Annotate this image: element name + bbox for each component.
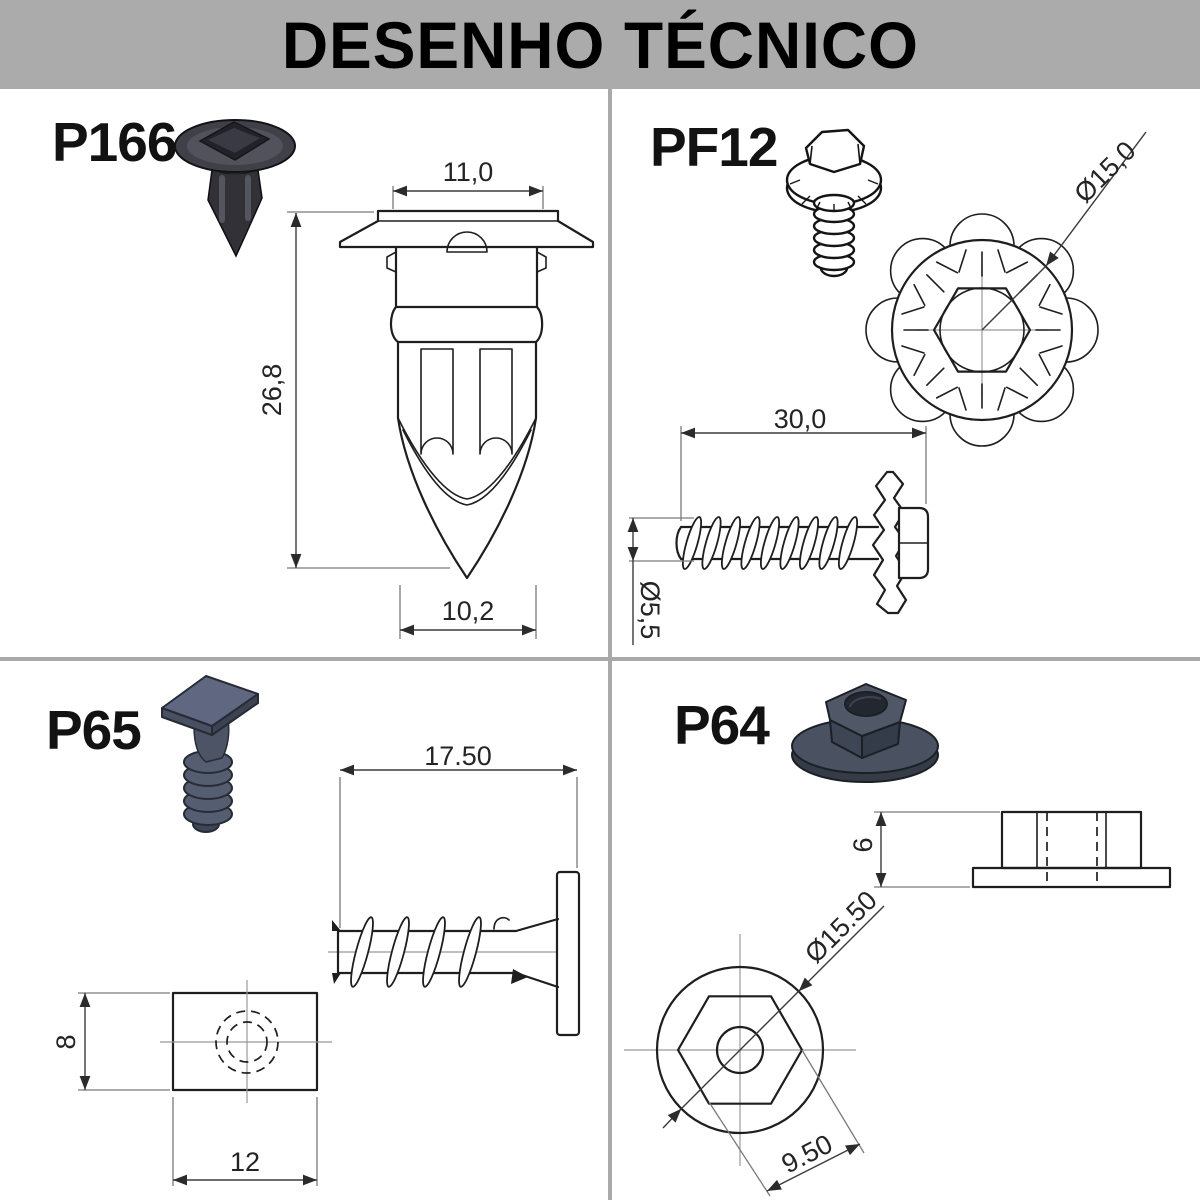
p166-dim-body-width: 10,2 — [442, 596, 495, 626]
p65-dim-length: 17.50 — [424, 741, 492, 771]
pf12-label: PF12 — [650, 116, 778, 178]
p64-dim-flange-diameter: Ø15.50 — [799, 885, 883, 969]
pf12-dim-flange-diameter: Ø15,0 — [1068, 135, 1141, 208]
p64-dim-height: 6 — [848, 837, 878, 852]
pf12-side-view: 30,0 Ø5,5 — [627, 404, 930, 645]
horizontal-divider — [0, 657, 1200, 661]
pf12-plan-view: Ø15,0 — [865, 131, 1147, 447]
p166-dim-top-width: 11,0 — [443, 157, 494, 187]
p65-dim-plate-width: 12 — [230, 1147, 260, 1177]
p65-side-view: 17.50 — [328, 741, 581, 1037]
p64-plan-view: Ø15.50 9.50 — [624, 885, 885, 1197]
title-bar: DESENHO TÉCNICO — [0, 0, 1200, 89]
p65-dim-plate-height: 8 — [51, 1034, 81, 1049]
pf12-screw-3d-icon — [780, 116, 888, 293]
p64-flange-nut-3d-icon — [786, 660, 944, 795]
pf12-dim-thread-diameter: Ø5,5 — [635, 581, 665, 640]
p166-dim-height: 26,8 — [257, 364, 287, 417]
p65-label: P65 — [46, 699, 142, 761]
page-title: DESENHO TÉCNICO — [281, 7, 919, 82]
p65-screw-3d-icon — [146, 664, 272, 841]
pf12-dim-length: 30,0 — [774, 404, 827, 434]
p64-dim-hex-across-flats: 9.50 — [777, 1129, 837, 1180]
p166-label: P166 — [52, 111, 177, 173]
p166-rivet-3d-icon — [170, 108, 300, 263]
vertical-divider — [608, 89, 612, 1200]
p166-front-view: 11,0 26,8 10,2 — [257, 157, 595, 639]
p64-label: P64 — [674, 694, 770, 756]
p65-plan-view: 8 12 — [51, 980, 332, 1186]
p64-side-view: 6 — [848, 810, 1172, 889]
